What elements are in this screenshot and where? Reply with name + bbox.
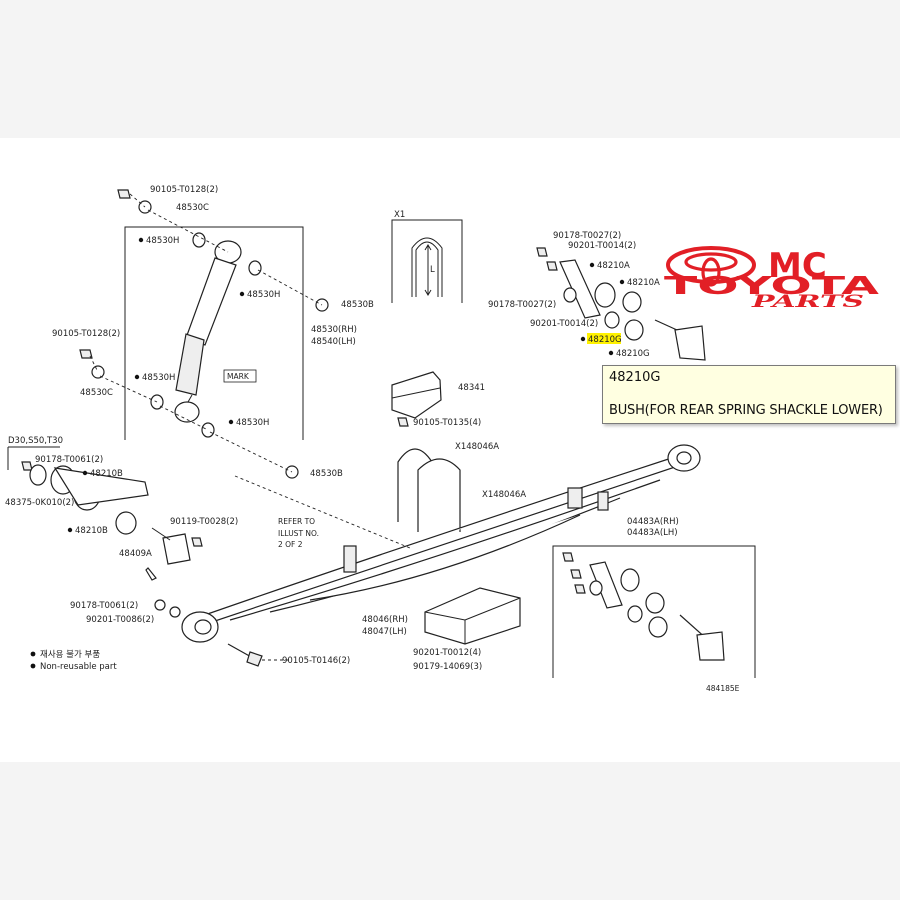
rear-shackle-parts[interactable] (536, 247, 706, 361)
callout-90201-T0086: 90201-T0086(2) (86, 615, 154, 625)
callout-48341: 48341 (458, 383, 485, 393)
leaf-spring[interactable] (195, 444, 701, 627)
callout-48375-0K010: 48375-0K010(2) (5, 498, 74, 508)
callout-90201-T0014-mid: 90201-T0014(2) (530, 319, 598, 329)
spring-seat[interactable] (424, 587, 521, 645)
callout-90179-14069: 90179-14069(3) (413, 662, 482, 672)
front-hanger-parts[interactable] (21, 461, 203, 618)
mc-toyota-parts-logo: MC TOYOTA PARTS (664, 246, 880, 312)
callout-illust-no: ILLUST NO. (278, 529, 319, 538)
u-bolts[interactable] (397, 448, 461, 532)
callout-48530C-top: 48530C (176, 203, 209, 213)
front-eye-bushing[interactable] (181, 611, 219, 643)
callout-48530H-4: 48530H (236, 418, 269, 428)
callout-labels: 90105-T0128(2) 48530C 48530H 48530H 4853… (5, 185, 740, 693)
logo-brand-line-1: MC (768, 246, 827, 286)
callout-90105-T0146: 90105-T0146(2) (282, 656, 350, 666)
callout-90178-T0061-top: 90178-T0061(2) (35, 455, 103, 465)
illustration-number: 484185E (706, 684, 740, 693)
top-margin (0, 0, 900, 138)
callout-d30-s50-t30: D30,S50,T30 (8, 436, 63, 446)
bottom-margin (0, 762, 900, 900)
callout-48409A: 48409A (119, 549, 152, 559)
callout-48530H-3: 48530H (142, 373, 175, 383)
callout-48540-LH: 48540(LH) (311, 337, 356, 347)
callout-2-of-2: 2 OF 2 (278, 540, 303, 549)
callout-148046A-1: X148046A (455, 442, 499, 452)
bump-stopper[interactable] (391, 371, 442, 427)
callout-90201-T0014-top: 90201-T0014(2) (568, 241, 636, 251)
logo-brand-line-2: TOYOTA (664, 271, 880, 300)
tooltip-part-number: 48210G (609, 370, 661, 385)
part-tooltip: 48210G BUSH(FOR REAR SPRING SHACKLE LOWE… (602, 365, 896, 424)
callout-48530B-bottom: 48530B (310, 469, 343, 479)
callout-90201-T0012: 90201-T0012(4) (413, 648, 481, 658)
shock-bushings[interactable] (79, 189, 329, 479)
callout-48530-RH: 48530(RH) (311, 325, 357, 335)
callout-48530H-1: 48530H (146, 236, 179, 246)
callout-48210G-2: 48210G (616, 349, 650, 359)
callout-90105-T0135: 90105-T0135(4) (413, 418, 481, 428)
shackle-kit-inset (552, 545, 756, 678)
callout-90178-T0027-mid: 90178-T0027(2) (488, 300, 556, 310)
callout-90178-T0027-top: 90178-T0027(2) (553, 231, 621, 241)
callout-90105-T0128-left: 90105-T0128(2) (52, 329, 120, 339)
callout-x1: X1 (394, 210, 405, 220)
callout-04483A-LH: 04483A(LH) (627, 528, 678, 538)
callout-48210B-1: 48210B (90, 469, 123, 479)
tooltip-description: BUSH(FOR REAR SPRING SHACKLE LOWER) (609, 403, 883, 418)
callout-48530B-top: 48530B (341, 300, 374, 310)
callout-48046-RH: 48046(RH) (362, 615, 408, 625)
toyota-emblem-icon (666, 246, 756, 287)
u-bolt-inset (391, 219, 463, 303)
callout-mark: MARK (227, 372, 250, 381)
callout-48047-LH: 48047(LH) (362, 627, 407, 637)
callout-48210G-highlighted: 48210G (588, 335, 622, 345)
callout-48530H-2: 48530H (247, 290, 280, 300)
callout-90119-T0028: 90119-T0028(2) (170, 517, 238, 527)
callout-148046A-2: X148046A (482, 490, 526, 500)
callout-90178-T0061-bottom: 90178-T0061(2) (70, 601, 138, 611)
callout-48210A-1: 48210A (597, 261, 630, 271)
legend-non-reusable-korean: 재사용 불가 부품 (40, 649, 100, 660)
callout-90105-T0128-top: 90105-T0128(2) (150, 185, 218, 195)
front-bolt[interactable] (227, 643, 263, 667)
legend-non-reusable-english: Non-reusable part (40, 662, 117, 672)
shock-group-frame (124, 226, 304, 440)
callout-L: L (430, 265, 435, 275)
callout-48210B-2: 48210B (75, 526, 108, 536)
callout-48210A-2: 48210A (627, 278, 660, 288)
callout-refer-to: REFER TO (278, 517, 315, 526)
callout-04483A-RH: 04483A(RH) (627, 517, 679, 527)
callout-48530C-left: 48530C (80, 388, 113, 398)
logo-brand-line-3: PARTS (750, 292, 864, 312)
